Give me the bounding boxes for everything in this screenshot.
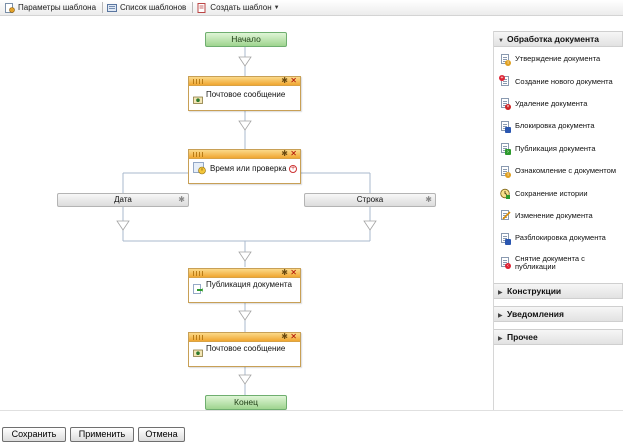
triangle-right-icon: ▶ bbox=[498, 335, 503, 342]
condition-icon bbox=[193, 162, 207, 175]
apply-button[interactable]: Применить bbox=[70, 427, 134, 442]
section-header-notifications[interactable]: ▶Уведомления bbox=[494, 305, 623, 322]
toolbar: Параметры шаблона Список шаблонов Создат… bbox=[0, 0, 623, 16]
activity-item-unlock[interactable]: Разблокировка документа bbox=[494, 227, 623, 249]
lock-doc-icon bbox=[500, 120, 511, 133]
activity-item-approve[interactable]: i Утверждение документа bbox=[494, 48, 623, 70]
create-template-icon bbox=[197, 2, 207, 13]
review-doc-icon: i bbox=[500, 165, 511, 178]
activity-item-lock[interactable]: Блокировка документа bbox=[494, 115, 623, 137]
publish-doc-icon: › bbox=[500, 143, 511, 156]
activity-label: Публикация документа bbox=[206, 280, 292, 289]
toolbar-separator bbox=[192, 2, 194, 13]
branch-date[interactable]: Дата ✱ bbox=[57, 193, 189, 207]
activity-mail-1[interactable]: ✱ ✕ Почтовое сообщение bbox=[188, 76, 301, 111]
template-params-icon bbox=[5, 2, 15, 13]
close-icon[interactable]: ✕ bbox=[290, 268, 297, 277]
activity-header[interactable]: ✱ ✕ bbox=[189, 76, 300, 86]
template-params-button[interactable]: Параметры шаблона bbox=[3, 1, 100, 15]
triangle-right-icon: ▶ bbox=[498, 312, 503, 319]
activity-item-history[interactable]: Сохранение истории bbox=[494, 182, 623, 204]
mail-icon bbox=[193, 348, 203, 358]
publish-icon bbox=[193, 284, 203, 294]
edit-doc-icon bbox=[500, 210, 511, 221]
add-branch-icon[interactable]: + bbox=[289, 165, 297, 173]
activity-label: Время или проверка bbox=[210, 164, 287, 173]
drag-handle-icon[interactable] bbox=[193, 79, 205, 84]
toolbar-separator bbox=[102, 2, 104, 13]
template-list-icon bbox=[107, 3, 118, 13]
end-node[interactable]: Конец bbox=[205, 395, 287, 410]
template-list-label: Список шаблонов bbox=[120, 3, 187, 12]
drag-handle-icon[interactable] bbox=[193, 152, 205, 157]
activity-item-review[interactable]: i Ознакомление с документом bbox=[494, 160, 623, 182]
template-params-label: Параметры шаблона bbox=[18, 3, 97, 12]
gear-icon[interactable]: ✱ bbox=[281, 149, 288, 158]
activity-item-edit[interactable]: Изменение документа bbox=[494, 205, 623, 227]
create-template-label: Создать шаблон bbox=[210, 3, 272, 12]
connector-lines bbox=[116, 47, 377, 395]
template-list-button[interactable]: Список шаблонов bbox=[105, 1, 190, 15]
drag-handle-icon[interactable] bbox=[193, 335, 205, 340]
branch-label: Строка bbox=[356, 195, 384, 204]
mail-icon bbox=[193, 95, 203, 105]
delete-doc-icon: × bbox=[500, 98, 511, 111]
section-header-document-processing[interactable]: ▼Обработка документа bbox=[494, 31, 623, 47]
activity-item-delete[interactable]: × Удаление документа bbox=[494, 93, 623, 115]
start-node-label: Начало bbox=[231, 34, 261, 44]
activity-item-publish[interactable]: › Публикация документа bbox=[494, 138, 623, 160]
new-doc-icon: + bbox=[499, 75, 510, 87]
triangle-down-icon: ▼ bbox=[498, 38, 504, 44]
unlock-doc-icon bbox=[500, 232, 511, 245]
activity-panel: ▼Обработка документа i Утверждение докум… bbox=[493, 31, 623, 410]
history-icon bbox=[500, 188, 510, 200]
approve-doc-icon: i bbox=[500, 53, 511, 66]
activity-publish[interactable]: ✱ ✕ Публикация документа bbox=[188, 268, 301, 303]
activity-header[interactable]: ✱ ✕ bbox=[189, 149, 300, 159]
branch-string[interactable]: Строка ✱ bbox=[304, 193, 436, 207]
activity-item-create[interactable]: + Создание нового документа bbox=[499, 75, 613, 87]
save-button[interactable]: Сохранить bbox=[2, 427, 66, 442]
close-icon[interactable]: ✕ bbox=[290, 76, 297, 85]
activity-list: i Утверждение документа + Создание новог… bbox=[494, 47, 623, 276]
close-icon[interactable]: ✕ bbox=[290, 332, 297, 341]
gear-icon[interactable]: ✱ bbox=[425, 195, 432, 204]
section-header-other[interactable]: ▶Прочее bbox=[494, 328, 623, 345]
workflow-canvas[interactable]: Начало ✱ ✕ Почтовое сообщение ✱ ✕ Время … bbox=[0, 17, 490, 410]
start-node[interactable]: Начало bbox=[205, 32, 287, 47]
unpublish-doc-icon: ‹ bbox=[500, 257, 511, 270]
activity-item-unpublish[interactable]: ‹ Снятие документа с публикации bbox=[494, 250, 623, 276]
gear-icon[interactable]: ✱ bbox=[281, 76, 288, 85]
close-icon[interactable]: ✕ bbox=[290, 149, 297, 158]
chevron-down-icon[interactable]: ▼ bbox=[273, 4, 280, 11]
drag-handle-icon[interactable] bbox=[193, 271, 205, 276]
end-node-label: Конец bbox=[234, 397, 258, 407]
bottom-bar: Сохранить Применить Отмена bbox=[0, 410, 623, 442]
gear-icon[interactable]: ✱ bbox=[281, 268, 288, 277]
triangle-right-icon: ▶ bbox=[498, 289, 503, 296]
activity-label: Почтовое сообщение bbox=[206, 90, 286, 99]
gear-icon[interactable]: ✱ bbox=[281, 332, 288, 341]
cancel-button[interactable]: Отмена bbox=[138, 427, 185, 442]
activity-mail-2[interactable]: ✱ ✕ Почтовое сообщение bbox=[188, 332, 301, 367]
activity-header[interactable]: ✱ ✕ bbox=[189, 268, 300, 278]
create-template-button[interactable]: Создать шаблон ▼ bbox=[195, 1, 283, 15]
activity-header[interactable]: ✱ ✕ bbox=[189, 332, 300, 342]
branch-label: Дата bbox=[114, 195, 132, 204]
activity-label: Почтовое сообщение bbox=[206, 344, 286, 353]
activity-condition[interactable]: ✱ ✕ Время или проверка + bbox=[188, 149, 301, 184]
gear-icon[interactable]: ✱ bbox=[178, 195, 185, 204]
section-header-constructs[interactable]: ▶Конструкции bbox=[494, 282, 623, 299]
